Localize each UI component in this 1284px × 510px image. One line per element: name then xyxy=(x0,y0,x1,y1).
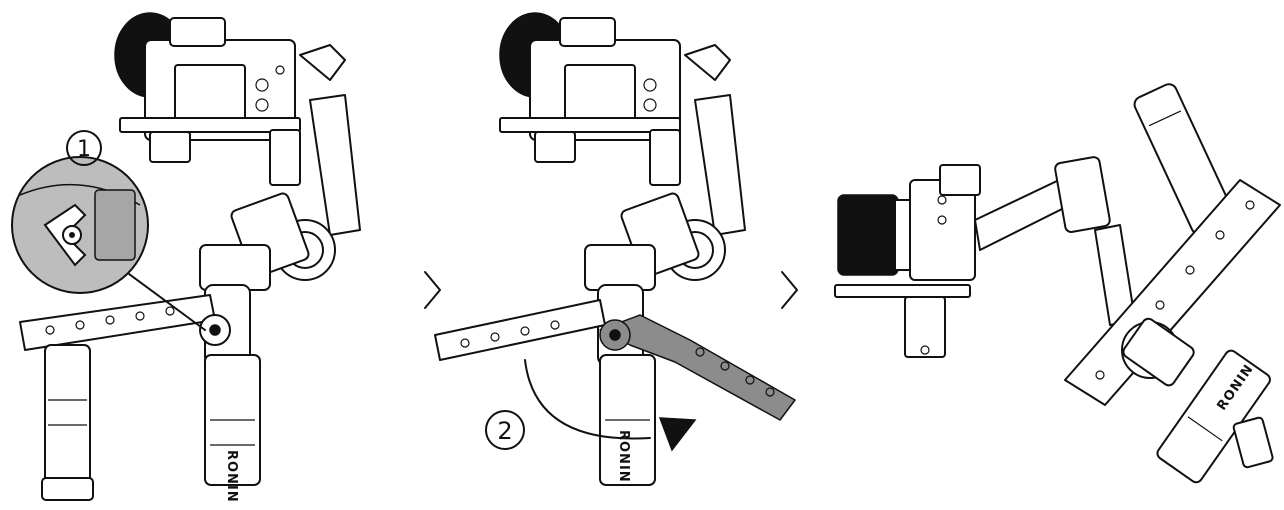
chevron-right-icon xyxy=(424,271,441,309)
panel-3-gimbal-side-mode: RONIN xyxy=(834,83,1281,484)
step-2-marker-ring xyxy=(485,410,525,450)
panel-1-gimbal-folded-leg: RONIN 1 xyxy=(11,12,361,503)
magnifier-callout-icon xyxy=(11,156,149,294)
step-1-marker-ring xyxy=(66,130,102,166)
step-2-number: 2 xyxy=(497,417,512,445)
rotation-arrow-icon xyxy=(524,359,697,452)
chevron-right-icon xyxy=(781,271,798,309)
panel-2-gimbal-rotate-leg: RONIN 2 xyxy=(434,12,796,486)
handle-brand-label-2: RONIN xyxy=(616,430,631,483)
handle-brand-label: RONIN xyxy=(224,450,239,503)
step-1-number: 1 xyxy=(77,137,91,162)
